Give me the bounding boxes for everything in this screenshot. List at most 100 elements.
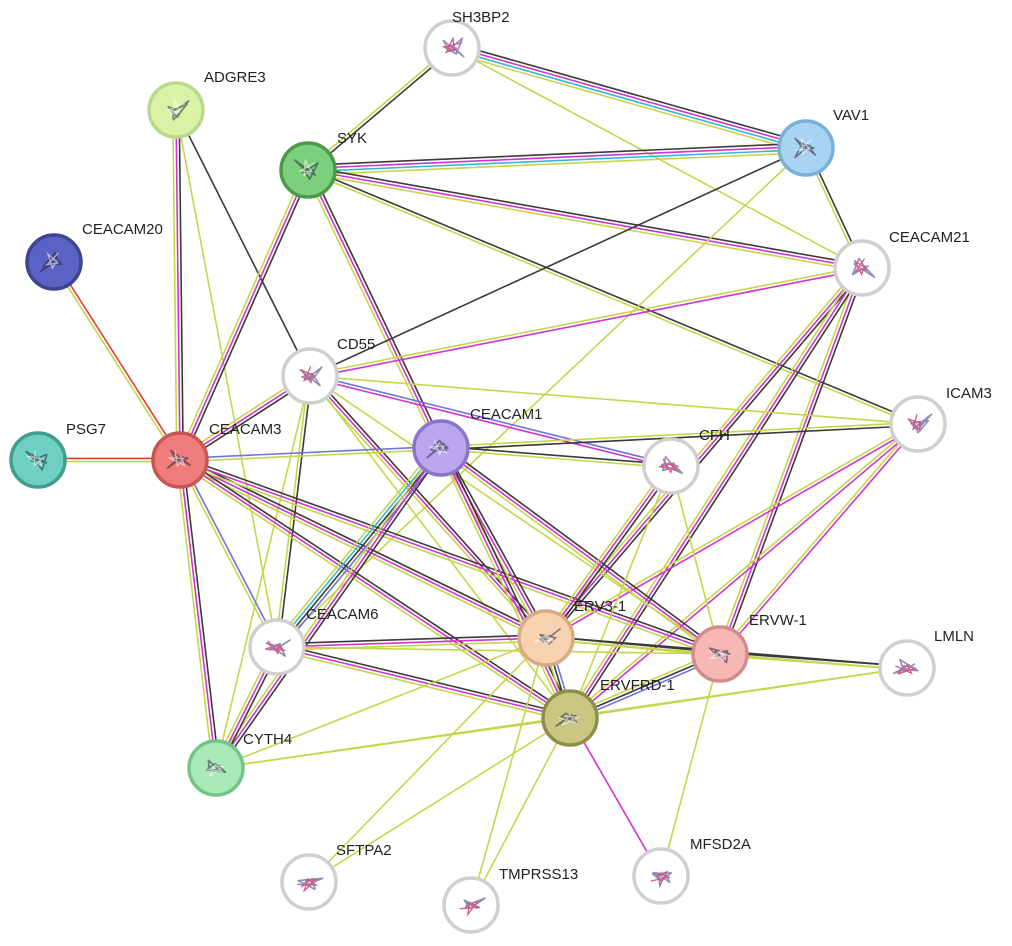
node-sftpa2[interactable]: SFTPA2 bbox=[280, 842, 392, 911]
edge-icam3-erv3-1[interactable] bbox=[544, 421, 920, 641]
edge-cd55-cfh[interactable] bbox=[308, 373, 673, 469]
edge-vav1-cd55[interactable] bbox=[309, 147, 807, 377]
edge-cd55-icam3[interactable] bbox=[309, 375, 919, 425]
edge-ceacam6-ervfrd-1[interactable] bbox=[275, 643, 572, 722]
node-label: ADGRE3 bbox=[204, 69, 266, 86]
edge-ceacam1-ervw-1[interactable] bbox=[438, 444, 723, 658]
edge-syk-icam3[interactable] bbox=[306, 167, 920, 427]
edge-line-yellow bbox=[566, 265, 861, 718]
node-circle[interactable] bbox=[517, 609, 575, 667]
edge-ceacam1-ceacam6[interactable] bbox=[272, 444, 446, 651]
edge-erv3-1-tmprss13[interactable] bbox=[470, 637, 547, 906]
edge-ceacam3-ceacam6[interactable] bbox=[177, 458, 280, 649]
edge-cd55-cyth4[interactable] bbox=[215, 375, 311, 769]
edge-cfh-ervfrd-1[interactable] bbox=[569, 465, 672, 719]
node-icam3[interactable]: ICAM3 bbox=[889, 385, 992, 453]
edge-cfh-erv3-1[interactable] bbox=[542, 463, 675, 641]
edge-sh3bp2-ceacam21[interactable] bbox=[451, 47, 863, 269]
edge-ervfrd-1-mfsd2a[interactable] bbox=[569, 717, 662, 877]
node-lmln[interactable]: LMLN bbox=[878, 628, 975, 697]
edge-ceacam3-ervw-1[interactable] bbox=[178, 456, 722, 658]
edge-cd55-ervfrd-1[interactable] bbox=[309, 375, 571, 719]
node-label: CEACAM20 bbox=[82, 221, 163, 238]
edge-line-yellow bbox=[275, 649, 571, 722]
edge-line-magenta bbox=[215, 447, 442, 769]
edge-icam3-ceacam1[interactable] bbox=[440, 421, 919, 451]
edge-line-yellow bbox=[276, 147, 807, 648]
edge-icam3-ervfrd-1[interactable] bbox=[568, 421, 920, 721]
edge-ervfrd-1-tmprss13[interactable] bbox=[470, 717, 571, 906]
node-psg7[interactable]: PSG7 bbox=[9, 421, 107, 489]
edge-syk-ceacam1[interactable] bbox=[304, 167, 445, 451]
edge-line-magenta bbox=[440, 447, 571, 719]
node-ervw-1[interactable]: ERVW-1 bbox=[691, 612, 807, 683]
edge-ervw-1-lmln[interactable] bbox=[719, 651, 908, 671]
node-ceacam6[interactable]: CEACAM6 bbox=[248, 606, 379, 676]
node-ceacam21[interactable]: CEACAM21 bbox=[833, 229, 970, 297]
edge-sh3bp2-vav1[interactable] bbox=[449, 42, 809, 154]
edge-line-magenta bbox=[307, 145, 807, 170]
node-ervfrd-1[interactable]: ERVFRD-1 bbox=[541, 677, 675, 747]
node-adgre3[interactable]: ADGRE3 bbox=[147, 69, 266, 139]
edge-line-magenta bbox=[179, 459, 571, 719]
node-ceacam3[interactable]: CEACAM3 bbox=[151, 421, 282, 489]
edge-ceacam20-ceacam3[interactable] bbox=[51, 260, 183, 462]
node-cyth4[interactable]: CYTH4 bbox=[187, 731, 293, 797]
edge-syk-ceacam21[interactable] bbox=[306, 166, 864, 272]
node-vav1[interactable]: VAV1 bbox=[777, 107, 870, 177]
protein-structure-icon bbox=[265, 639, 291, 657]
edge-ceacam6-ervw-1[interactable] bbox=[276, 646, 721, 655]
edge-syk-ceacam3[interactable] bbox=[176, 167, 312, 463]
edge-line-yellow bbox=[306, 45, 452, 170]
edge-ervfrd-1-sftpa2[interactable] bbox=[308, 717, 571, 883]
edge-ceacam21-ervw-1[interactable] bbox=[716, 266, 866, 656]
edge-ervw-1-mfsd2a[interactable] bbox=[660, 653, 721, 877]
edge-adgre3-ceacam3[interactable] bbox=[172, 109, 184, 461]
edge-line-yellow bbox=[307, 151, 808, 176]
edge-ceacam21-cd55[interactable] bbox=[308, 265, 864, 379]
node-sh3bp2[interactable]: SH3BP2 bbox=[423, 9, 510, 77]
edge-ceacam3-ceacam1[interactable] bbox=[179, 445, 442, 463]
edge-line-magenta bbox=[720, 424, 921, 656]
edge-line-yellow bbox=[470, 637, 547, 906]
protein-structure-icon bbox=[892, 658, 919, 675]
edge-ceacam6-erv3-1[interactable] bbox=[276, 634, 547, 651]
edge-line-yellow bbox=[179, 448, 442, 463]
edge-icam3-ervw-1[interactable] bbox=[717, 422, 921, 656]
protein-structure-icon bbox=[294, 158, 319, 181]
protein-structure-icon bbox=[297, 877, 324, 893]
protein-structure-icon bbox=[441, 36, 465, 58]
edge-line-black bbox=[276, 643, 572, 716]
edge-ceacam1-ervfrd-1[interactable] bbox=[437, 445, 574, 721]
edge-line-yellow bbox=[176, 459, 214, 770]
edge-sh3bp2-syk[interactable] bbox=[306, 45, 454, 173]
edge-syk-vav1[interactable] bbox=[306, 142, 808, 176]
edge-cfh-ervw-1[interactable] bbox=[670, 465, 721, 655]
edge-adgre3-ceacam6[interactable] bbox=[175, 109, 278, 648]
edge-line-magenta bbox=[570, 424, 920, 721]
edge-ceacam3-cyth4[interactable] bbox=[176, 458, 220, 770]
node-erv3-1[interactable]: ERV3-1 bbox=[517, 598, 627, 667]
node-circle[interactable] bbox=[878, 639, 936, 697]
edge-erv3-1-sftpa2[interactable] bbox=[308, 637, 547, 883]
edge-erv3-1-cyth4[interactable] bbox=[215, 637, 547, 769]
node-circle[interactable] bbox=[412, 419, 470, 477]
node-ceacam1[interactable]: CEACAM1 bbox=[412, 406, 543, 477]
node-label: ERVFRD-1 bbox=[600, 677, 675, 694]
protein-structure-icon bbox=[555, 712, 581, 727]
node-mfsd2a[interactable]: MFSD2A bbox=[632, 836, 751, 905]
edge-ceacam3-ervfrd-1[interactable] bbox=[177, 456, 573, 722]
node-syk[interactable]: SYK bbox=[279, 130, 368, 199]
node-tmprss13[interactable]: TMPRSS13 bbox=[442, 866, 579, 934]
edge-ceacam1-cyth4[interactable] bbox=[212, 445, 445, 771]
edge-ceacam1-cfh[interactable] bbox=[440, 445, 672, 469]
protein-structure-icon bbox=[907, 413, 933, 434]
edge-adgre3-cd55[interactable] bbox=[175, 109, 311, 377]
edge-line-black bbox=[571, 268, 866, 721]
node-ceacam20[interactable]: CEACAM20 bbox=[25, 221, 163, 291]
node-circle[interactable] bbox=[691, 625, 749, 683]
node-cfh[interactable]: CFH bbox=[642, 427, 730, 495]
node-cd55[interactable]: CD55 bbox=[281, 336, 376, 405]
edge-vav1-ceacam6[interactable] bbox=[276, 147, 807, 648]
edge-line-magenta bbox=[440, 447, 547, 639]
